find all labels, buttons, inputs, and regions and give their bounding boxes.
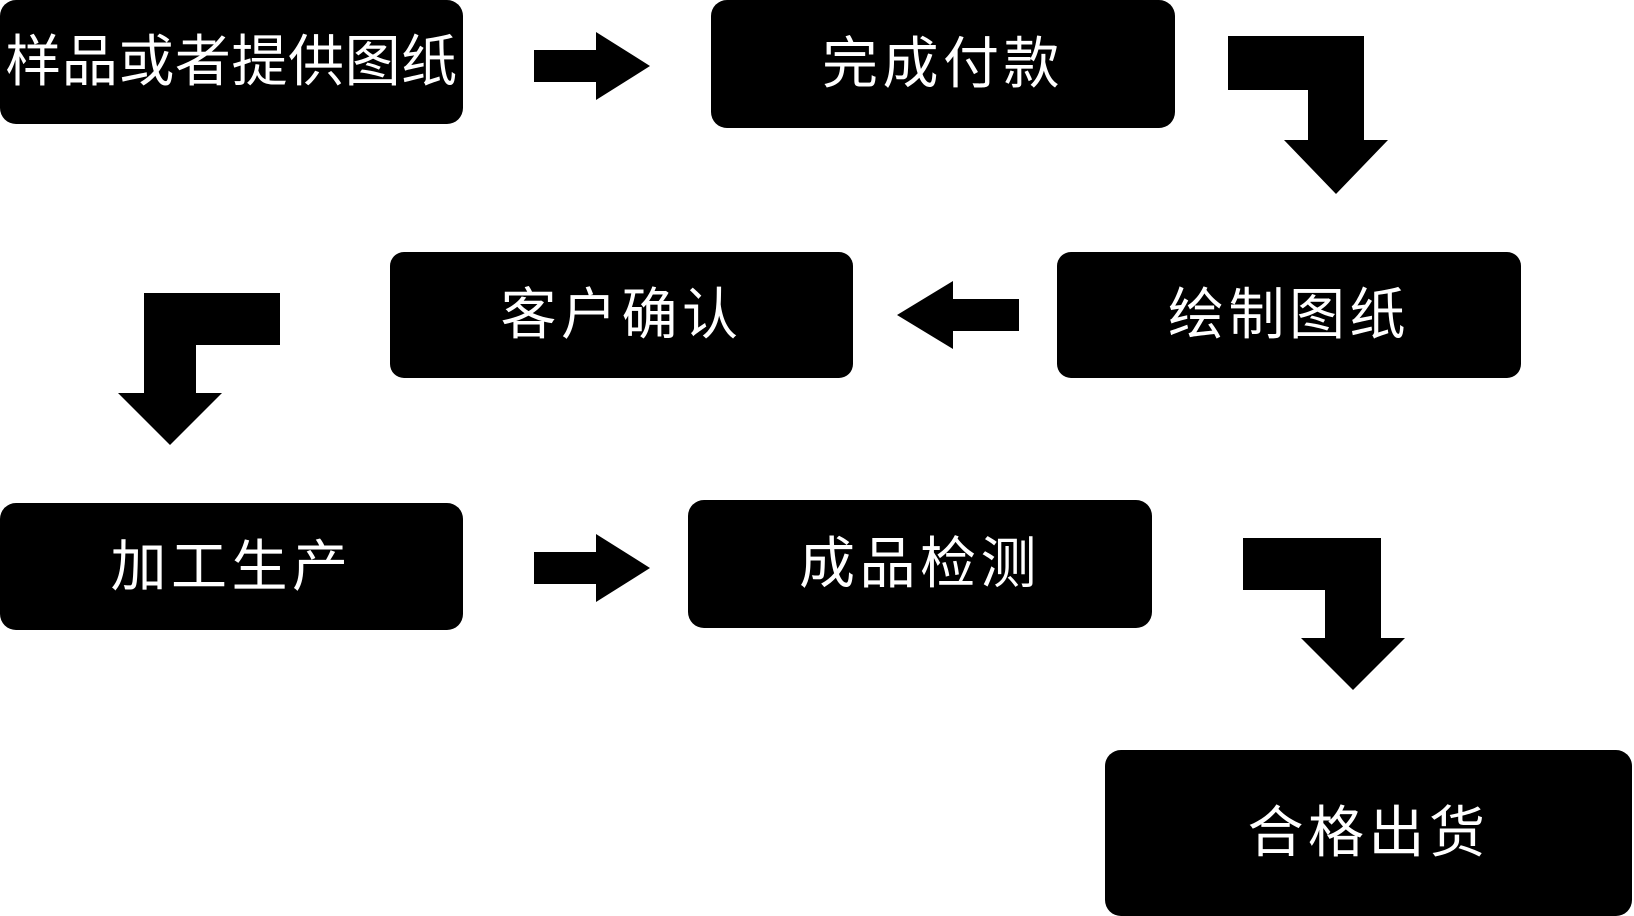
arrow-elbow-down-icon-inspection-to-shipment xyxy=(1243,538,1405,690)
flow-node-production[interactable]: 加工生产 xyxy=(0,503,463,630)
flow-node-sample[interactable]: 样品或者提供图纸 xyxy=(0,0,463,124)
flow-node-label: 成品检测 xyxy=(799,532,1041,595)
flow-node-label: 完成付款 xyxy=(822,32,1064,95)
flow-node-drawing[interactable]: 绘制图纸 xyxy=(1057,252,1521,378)
arrow-right-icon-production-to-inspection xyxy=(534,534,650,602)
arrow-elbow-down-icon-confirm-to-production xyxy=(118,293,280,445)
flow-node-shipment[interactable]: 合格出货 xyxy=(1105,750,1632,916)
flow-node-label: 合格出货 xyxy=(1247,801,1490,864)
flow-node-label: 样品或者提供图纸 xyxy=(5,30,458,93)
flow-node-confirm[interactable]: 客户确认 xyxy=(390,252,853,378)
flow-node-payment[interactable]: 完成付款 xyxy=(711,0,1175,128)
arrow-right-icon-sample-to-payment xyxy=(534,32,650,100)
flow-node-label: 客户确认 xyxy=(500,283,743,346)
flow-node-label: 加工生产 xyxy=(110,534,353,598)
arrow-elbow-down-icon-payment-to-drawing xyxy=(1228,36,1388,194)
flow-node-inspection[interactable]: 成品检测 xyxy=(688,500,1152,628)
arrow-left-icon-drawing-to-confirm xyxy=(897,281,1019,349)
flow-node-label: 绘制图纸 xyxy=(1168,283,1410,346)
